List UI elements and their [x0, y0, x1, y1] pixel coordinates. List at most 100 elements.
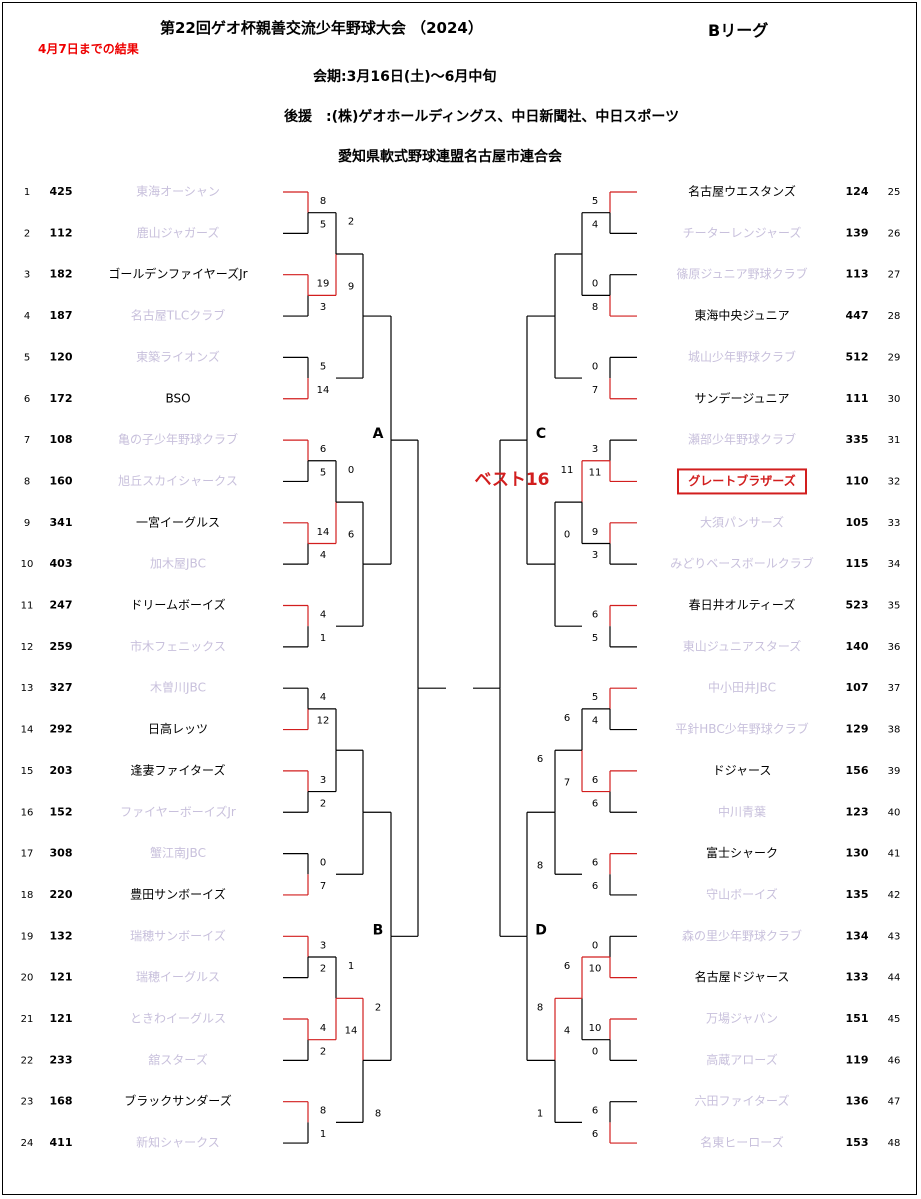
team-code: 327 [50, 681, 73, 694]
score-label: 5 [592, 633, 598, 644]
seed-number: 41 [888, 849, 901, 860]
team-name: 市木フェニックス [130, 638, 226, 653]
team-code: 120 [50, 350, 73, 363]
seed-number: 39 [888, 766, 901, 777]
team-code: 308 [50, 847, 73, 860]
seed-number: 22 [21, 1055, 34, 1066]
team-code: 115 [846, 557, 869, 570]
team-name: 亀の子少年野球クラブ [118, 432, 238, 447]
team-name: 六田ファイターズ [695, 1093, 790, 1108]
seed-number: 15 [21, 766, 34, 777]
team-name: 東海オーシャン [136, 184, 220, 199]
team-name: 日高レッツ [148, 721, 208, 736]
score-label: 3 [320, 302, 326, 313]
score-label: 2 [348, 217, 354, 228]
team-code: 233 [50, 1053, 73, 1066]
sponsor-text: 後援 :(株)ゲオホールディングス、中日新聞社、中日スポーツ [284, 109, 680, 125]
score-label: 4 [592, 716, 598, 727]
team-name: 春日井オルティーズ [689, 597, 796, 612]
seed-number: 13 [21, 683, 34, 694]
team-code: 134 [846, 929, 869, 942]
seed-number: 47 [888, 1097, 901, 1108]
seed-number: 48 [888, 1138, 901, 1149]
seed-number: 32 [888, 476, 901, 487]
seed-number: 44 [888, 973, 901, 984]
team-code: 187 [50, 309, 73, 322]
score-label: 14 [317, 385, 330, 396]
score-label: 3 [592, 444, 598, 455]
score-label: 12 [317, 716, 330, 727]
team-code: 152 [50, 805, 73, 818]
seed-number: 21 [21, 1014, 34, 1025]
score-label: 8 [375, 1108, 381, 1119]
score-label: 6 [592, 881, 598, 892]
seed-number: 26 [888, 228, 901, 239]
team-code: 425 [50, 185, 73, 198]
score-label: 3 [592, 550, 598, 561]
seed-number: 12 [21, 642, 34, 653]
score-label: 6 [564, 961, 570, 972]
team-code: 259 [50, 640, 73, 653]
team-code: 105 [846, 516, 869, 529]
team-name: チーターレンジャーズ [683, 225, 802, 240]
team-name: ブラックサンダーズ [124, 1093, 231, 1108]
score-label: 6 [592, 1106, 598, 1117]
seed-number: 36 [888, 642, 901, 653]
score-label: 6 [564, 713, 570, 724]
seed-number: 25 [888, 187, 901, 198]
team-code: 411 [50, 1136, 73, 1149]
seed-number: 7 [24, 435, 30, 446]
period-text: 会期:3月16日(土)～6月中旬 [313, 69, 497, 85]
score-label: 8 [537, 860, 543, 871]
seed-number: 4 [24, 311, 30, 322]
team-name: 東海中央ジュニア [694, 308, 789, 323]
team-code: 121 [50, 971, 73, 984]
seed-number: 46 [888, 1055, 901, 1066]
team-code: 160 [50, 474, 73, 487]
score-label: 2 [320, 964, 326, 975]
score-label: 8 [537, 1002, 543, 1013]
team-code: 119 [846, 1053, 869, 1066]
team-code: 168 [50, 1095, 73, 1108]
team-code: 156 [846, 764, 869, 777]
seed-number: 42 [888, 890, 901, 901]
seed-number: 17 [21, 849, 34, 860]
team-name: 鹿山ジャガーズ [137, 225, 220, 240]
seed-number: 29 [888, 352, 901, 363]
team-name: 瑞穂サンボーイズ [130, 928, 226, 943]
score-label: 19 [317, 279, 330, 290]
team-name: 名古屋ウエスタンズ [688, 184, 796, 199]
score-label: 7 [592, 385, 598, 396]
team-name: 一宮イーグルス [136, 514, 220, 529]
seed-number: 23 [21, 1097, 34, 1108]
team-name: 富士シャーク [706, 845, 778, 860]
team-name: 逢妻ファイターズ [131, 762, 226, 777]
seed-number: 27 [888, 270, 901, 281]
block-label-d: D [535, 922, 547, 938]
seed-number: 28 [888, 311, 901, 322]
score-label: 1 [320, 1129, 326, 1140]
seed-number: 19 [21, 931, 34, 942]
league-label: Bリーグ [708, 21, 769, 40]
score-label: 0 [592, 1046, 598, 1057]
score-label: 10 [589, 964, 602, 975]
team-code: 135 [846, 888, 869, 901]
team-code: 113 [846, 268, 869, 281]
team-code: 124 [846, 185, 869, 198]
team-code: 153 [846, 1136, 869, 1149]
score-label: 14 [317, 527, 330, 538]
team-code: 140 [846, 640, 869, 653]
score-label: 4 [592, 219, 598, 230]
seed-number: 45 [888, 1014, 901, 1025]
team-code: 172 [50, 392, 73, 405]
score-label: 0 [348, 465, 354, 476]
score-label: 9 [592, 527, 598, 538]
team-code: 107 [846, 681, 869, 694]
team-code: 447 [846, 309, 869, 322]
team-name: 平針HBC少年野球クラブ [675, 721, 808, 736]
team-name: 加木屋JBC [150, 557, 206, 571]
team-code: 247 [50, 599, 73, 612]
team-code: 523 [846, 599, 869, 612]
seed-number: 2 [24, 228, 30, 239]
